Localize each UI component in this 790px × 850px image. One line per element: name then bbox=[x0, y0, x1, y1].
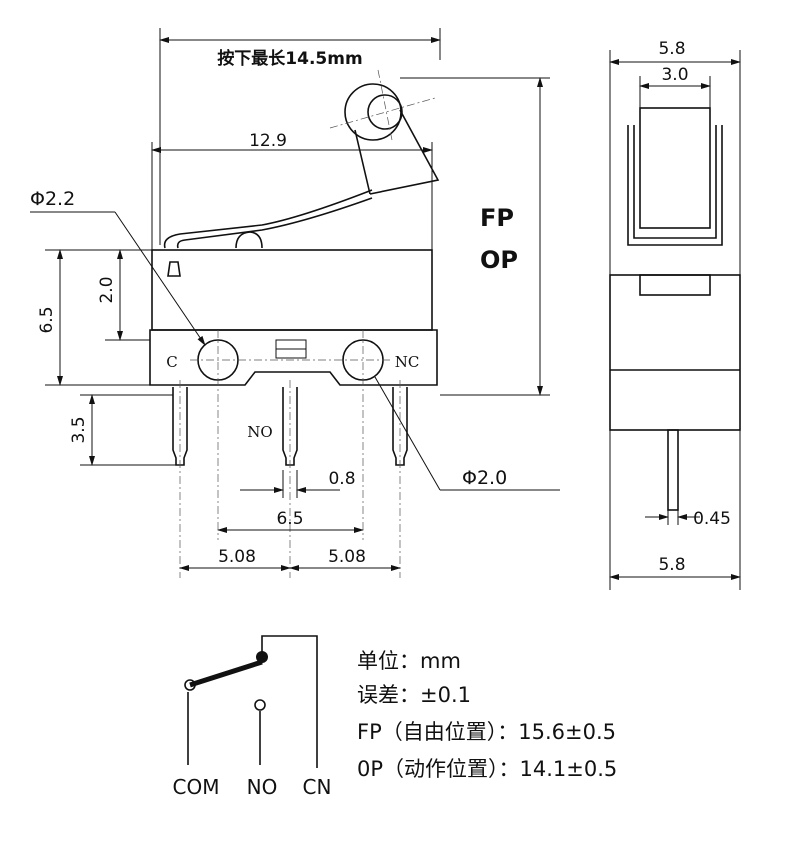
roller-width-label: 3.0 bbox=[661, 65, 688, 85]
pin-length-label: 3.5 bbox=[69, 416, 89, 443]
spec-notes: 单位：mm 误差：±0.1 FP（自由位置）：15.6±0.5 0P（动作位置）… bbox=[357, 649, 617, 781]
circuit-schematic: COM NO CN bbox=[173, 635, 332, 799]
pin-width-label: 0.8 bbox=[328, 469, 355, 489]
lever bbox=[163, 189, 373, 249]
width-top-label: 5.8 bbox=[658, 39, 685, 59]
side-body bbox=[609, 274, 741, 431]
tolerance-note: 误差：±0.1 bbox=[357, 683, 471, 707]
no-label: NO bbox=[247, 775, 278, 799]
hole-spacing-label: 6.5 bbox=[276, 509, 303, 529]
fp-note: FP（自由位置）：15.6±0.5 bbox=[357, 720, 616, 744]
fp-label: FP bbox=[480, 204, 514, 232]
side-pin bbox=[667, 429, 679, 511]
pin-pitch-right-label: 5.08 bbox=[328, 547, 366, 567]
hole-large-label: Φ2.2 bbox=[30, 188, 75, 210]
op-note: 0P（动作位置）：14.1±0.5 bbox=[357, 757, 617, 781]
terminal-c-label: C bbox=[166, 353, 177, 371]
com-label: COM bbox=[173, 775, 220, 799]
hole-small-label: Φ2.0 bbox=[462, 467, 507, 489]
roller bbox=[344, 83, 402, 141]
side-view: 5.8 3.0 0.45 5.8 bbox=[609, 39, 741, 590]
cn-label: CN bbox=[303, 775, 332, 799]
front-view: 按下最长14.5mm 12.9 C NC NO bbox=[30, 28, 560, 578]
terminal-nc-label: NC bbox=[395, 353, 420, 371]
width-bottom-label: 5.8 bbox=[658, 555, 685, 575]
switch-body bbox=[151, 249, 433, 331]
pin-pitch-left-label: 5.08 bbox=[218, 547, 256, 567]
height-total-label: 6.5 bbox=[37, 306, 57, 333]
max-press-label: 按下最长14.5mm bbox=[217, 48, 362, 69]
terminal-no-label: NO bbox=[247, 423, 272, 441]
pin-thickness-label: 0.45 bbox=[693, 509, 731, 529]
body-length-label: 12.9 bbox=[249, 131, 287, 151]
height-upper-label: 2.0 bbox=[97, 276, 117, 303]
unit-note: 单位：mm bbox=[357, 649, 461, 673]
op-label: OP bbox=[480, 246, 518, 274]
